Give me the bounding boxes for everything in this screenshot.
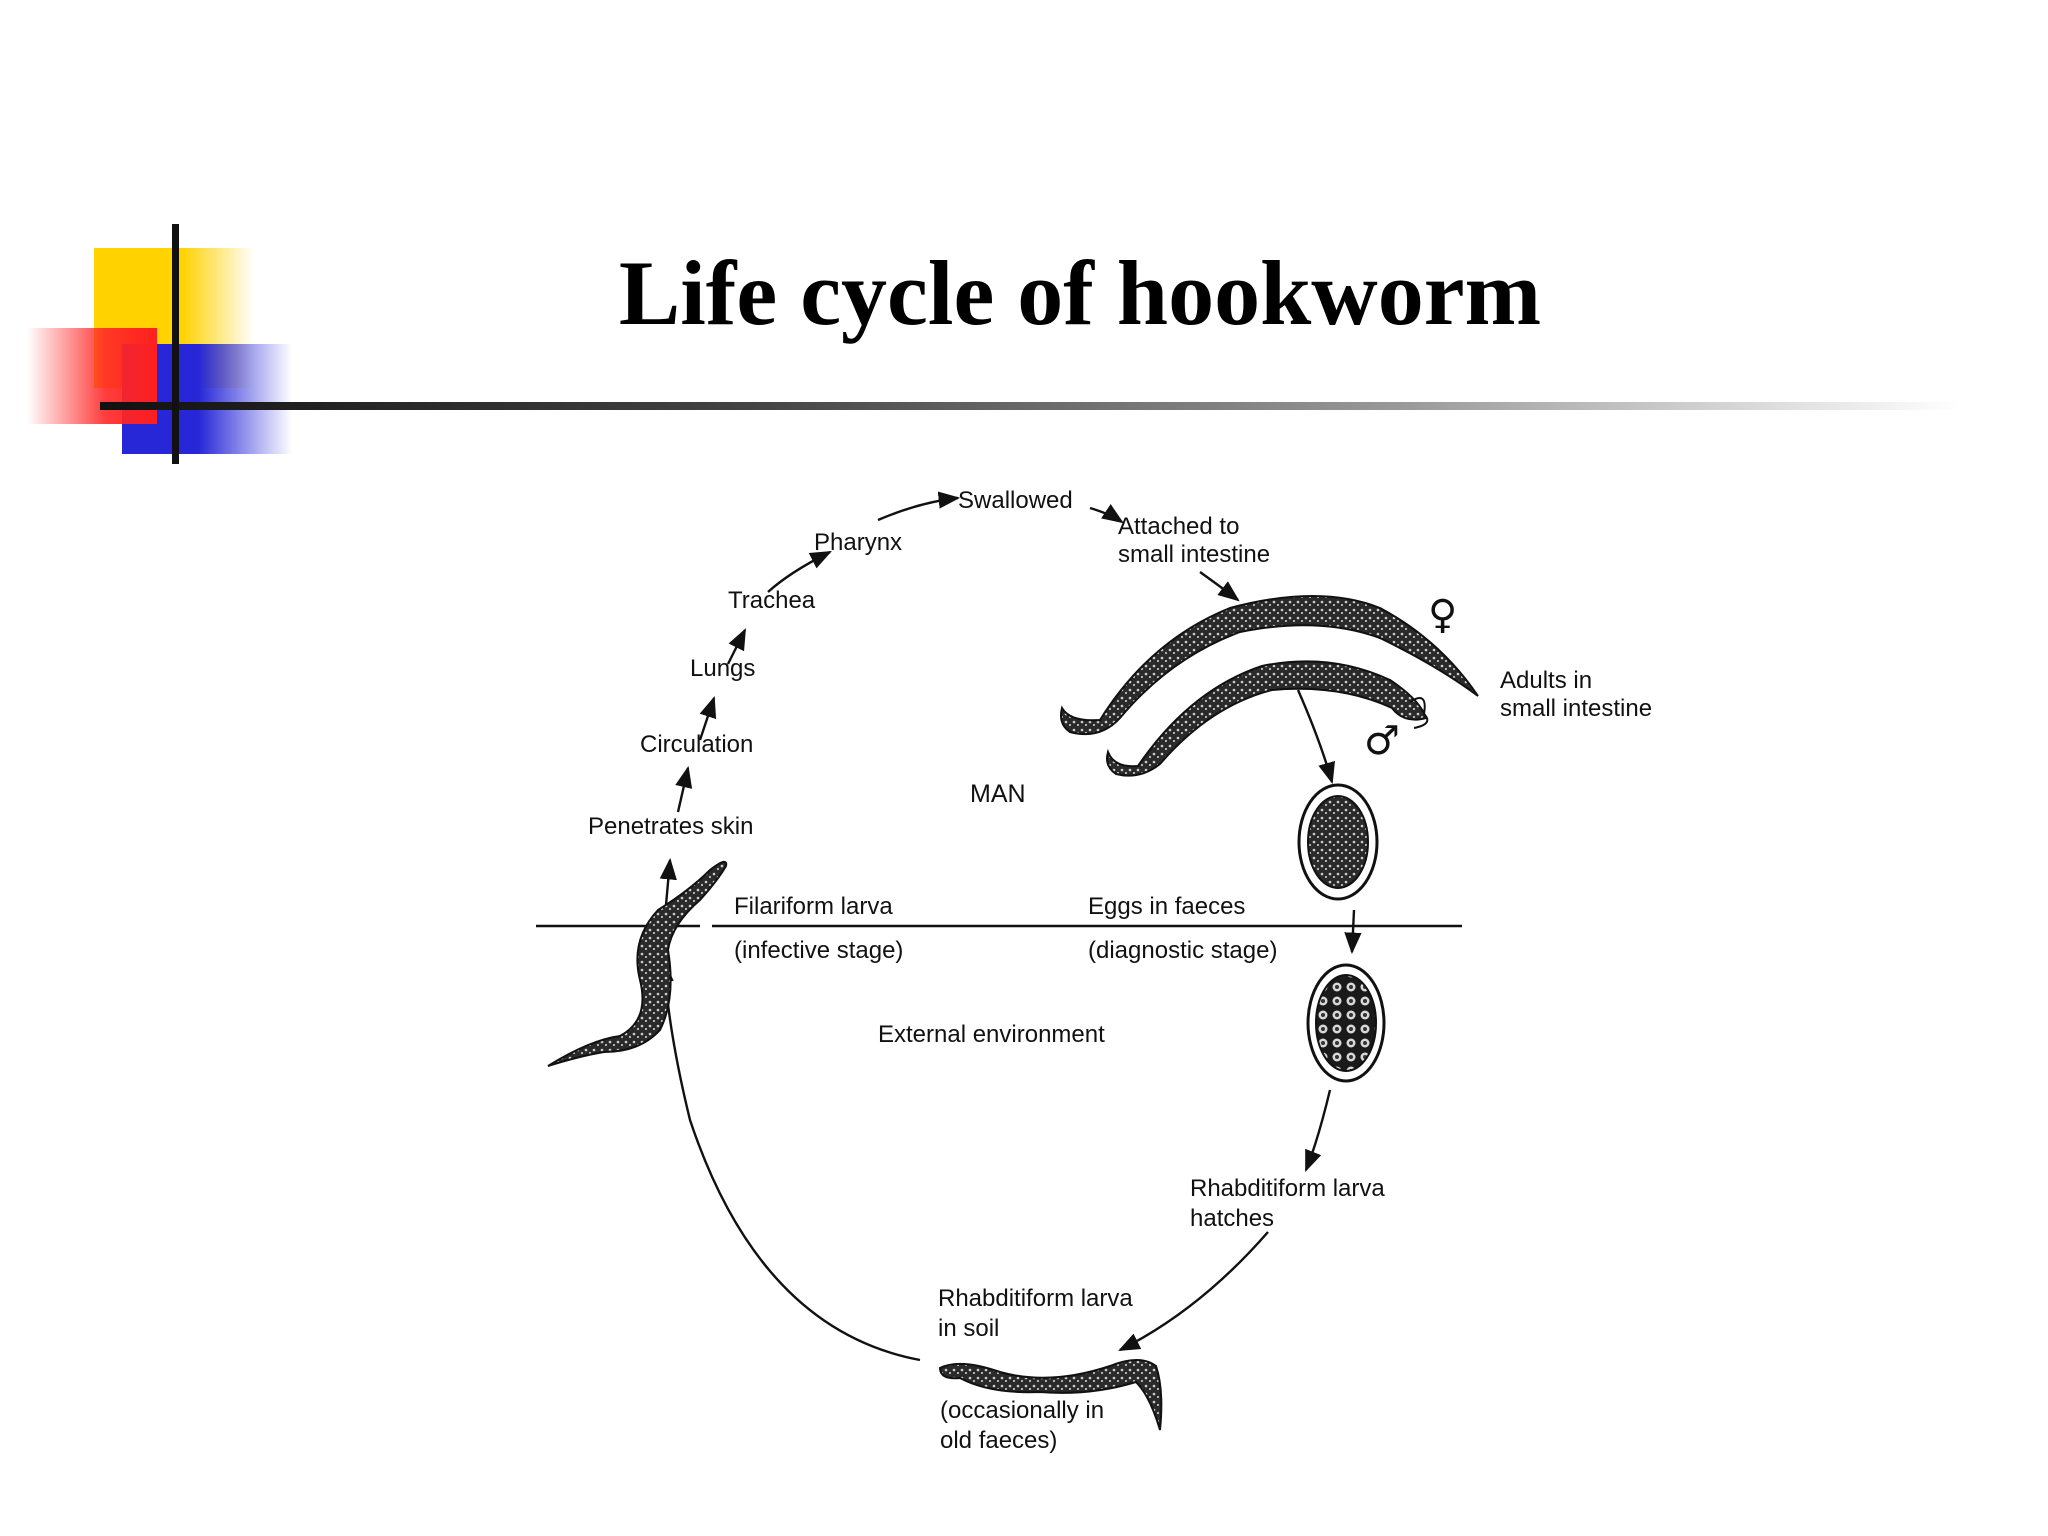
label-rhabditiform-hatches-line2: hatches [1190,1205,1274,1232]
label-lungs: Lungs [690,655,755,682]
label-rhabditiform-soil-line2: in soil [938,1315,999,1342]
male-worm [1106,660,1428,777]
label-attached-line1: Attached to [1118,513,1239,540]
arrow-to-filariform [656,959,921,1362]
rhabditiform-larva-illustration [938,1359,1163,1431]
label-filariform-line2: (infective stage) [734,937,903,964]
label-adults-line2: small intestine [1500,695,1652,722]
label-eggs-line1: Eggs in faeces [1088,893,1245,920]
label-trachea: Trachea [728,587,816,614]
label-swallowed: Swallowed [958,487,1073,514]
egg-cleaving [1306,963,1386,1083]
arrow-to-adults [1199,571,1240,602]
arrow-to-lungs [698,695,717,741]
label-rhabditiform-hatches-line1: Rhabditiform larva [1190,1175,1385,1202]
arrow-to-circulation [675,765,693,813]
migration-arrows [656,491,1362,1362]
label-occasionally-line2: old faeces) [940,1427,1057,1454]
arrow-to-trachea [726,628,747,665]
label-adults-line1: Adults in [1500,667,1592,694]
title-underline [100,402,1960,410]
female-symbol: ♀ [1428,592,1457,638]
arrow-to-rhabditiform-soil [1118,1231,1269,1352]
label-eggs-line2: (diagnostic stage) [1088,937,1277,964]
label-occasionally-line1: (occasionally in [940,1397,1104,1424]
arrow-to-attached [1089,504,1124,524]
label-penetrates-skin: Penetrates skin [588,813,753,840]
label-rhabditiform-soil-line1: Rhabditiform larva [938,1285,1133,1312]
decor-vertical-line [172,224,179,464]
label-attached-line2: small intestine [1118,541,1270,568]
filariform-larva-illustration [547,860,728,1067]
arrow-to-swallowed [877,491,961,522]
label-man: MAN [970,780,1026,808]
male-symbol: ♂ [1364,718,1400,764]
arrow-to-penetrates [659,857,677,906]
female-worm [1060,595,1479,736]
slide-title: Life cycle of hookworm [618,242,1542,344]
label-circulation: Circulation [640,731,753,758]
arrow-to-rhabditiform-hatches [1304,1089,1332,1173]
label-filariform-line1: Filariform larva [734,893,893,920]
male-bursa [1409,697,1429,729]
adult-worms-illustration [1060,595,1479,777]
label-external-environment: External environment [878,1021,1105,1048]
arrow-to-pharynx [767,550,832,593]
egg-embryonated [1297,783,1379,901]
label-pharynx: Pharynx [814,529,902,556]
arrow-to-egg1 [1296,689,1335,785]
arrow-to-egg2 [1344,909,1362,955]
